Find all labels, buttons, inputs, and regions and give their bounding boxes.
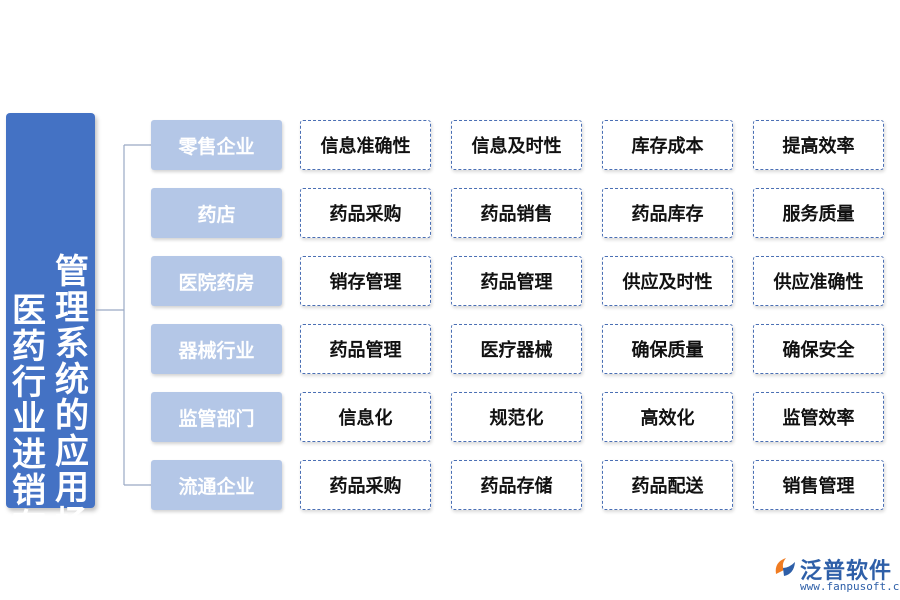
category-box: 器械行业 bbox=[151, 324, 282, 374]
scenario-item: 供应及时性 bbox=[602, 256, 733, 306]
category-box: 药店 bbox=[151, 188, 282, 238]
scenario-item: 确保安全 bbox=[753, 324, 884, 374]
scenario-item: 供应准确性 bbox=[753, 256, 884, 306]
scenario-item: 药品库存 bbox=[602, 188, 733, 238]
logo-name: 泛普软件 bbox=[800, 559, 893, 584]
category-box: 监管部门 bbox=[151, 392, 282, 442]
scenario-item: 药品存储 bbox=[451, 460, 582, 510]
scenario-item: 监管效率 bbox=[753, 392, 884, 442]
scenario-item: 信息准确性 bbox=[300, 120, 431, 170]
scenario-item: 药品管理 bbox=[451, 256, 582, 306]
scenario-item: 药品配送 bbox=[602, 460, 733, 510]
category-box: 零售企业 bbox=[151, 120, 282, 170]
scenario-item: 信息及时性 bbox=[451, 120, 582, 170]
fanpu-logo-icon bbox=[775, 558, 795, 576]
scenario-item: 提高效率 bbox=[753, 120, 884, 170]
category-box: 流通企业 bbox=[151, 460, 282, 510]
fanpu-logo: 泛普软件 www.fanpusoft.com bbox=[770, 552, 900, 596]
scenario-item: 药品采购 bbox=[300, 460, 431, 510]
scenario-item: 规范化 bbox=[451, 392, 582, 442]
scenario-item: 药品采购 bbox=[300, 188, 431, 238]
scenario-item: 库存成本 bbox=[602, 120, 733, 170]
scenario-item: 确保质量 bbox=[602, 324, 733, 374]
scenario-item: 药品销售 bbox=[451, 188, 582, 238]
scenario-item: 销存管理 bbox=[300, 256, 431, 306]
scenario-item: 销售管理 bbox=[753, 460, 884, 510]
title-panel: 医药行业进销存 管理系统的应用场景 bbox=[6, 113, 95, 578]
title-line-left: 医药行业进销存 bbox=[12, 291, 46, 547]
logo-url: www.fanpusoft.com bbox=[800, 580, 900, 593]
title-line-right: 管理系统的应用场景 bbox=[55, 252, 89, 580]
scenario-item: 服务质量 bbox=[753, 188, 884, 238]
scenario-item: 高效化 bbox=[602, 392, 733, 442]
scenario-item: 信息化 bbox=[300, 392, 431, 442]
scenario-item: 药品管理 bbox=[300, 324, 431, 374]
scenario-item: 医疗器械 bbox=[451, 324, 582, 374]
category-box: 医院药房 bbox=[151, 256, 282, 306]
